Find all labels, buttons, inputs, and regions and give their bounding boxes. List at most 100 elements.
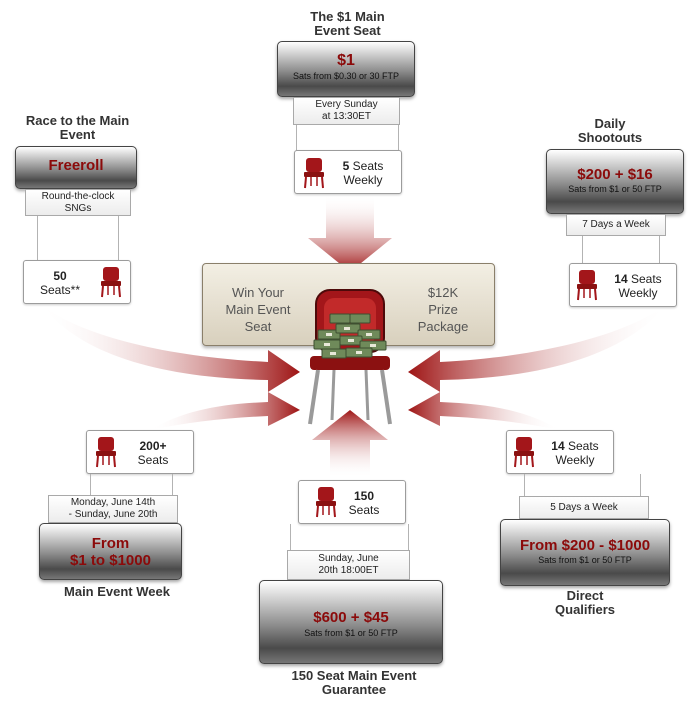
seats-count: 50 bbox=[53, 269, 67, 283]
bottom-prize-box: $600 + $45 Sats from $1 or 50 FTP bbox=[259, 580, 443, 664]
seats-label: Seats bbox=[564, 439, 599, 453]
info-line: at 13:30ET bbox=[322, 111, 371, 122]
center-left-line: Seat bbox=[244, 319, 272, 334]
center-left-line: Win Your bbox=[231, 285, 285, 300]
title-line: Shootouts bbox=[577, 130, 643, 145]
seats-text: 50 Seats** bbox=[28, 269, 92, 297]
center-left-line: Main Event bbox=[225, 302, 291, 317]
prize-amount: Freeroll bbox=[48, 157, 104, 174]
bottom-left-prize-box: From $1 to $1000 bbox=[39, 523, 182, 580]
title-line: Main Event Week bbox=[64, 584, 170, 599]
prize-package-box: Win Your Main Event Seat $12K Prize Pack… bbox=[202, 263, 495, 346]
seats-count: 200+ bbox=[139, 439, 167, 453]
chair-icon bbox=[577, 270, 597, 301]
title-line: The $1 Main bbox=[310, 9, 385, 24]
center-right-line: Prize bbox=[428, 302, 458, 317]
bottom-right-title: Direct Qualifiers bbox=[520, 589, 650, 617]
money-chair-icon bbox=[296, 286, 404, 431]
info-line: Monday, June 14th bbox=[70, 497, 156, 508]
top-title: The $1 Main Event Seat bbox=[280, 10, 415, 38]
seats-count: 5 bbox=[342, 159, 350, 173]
chair-icon bbox=[96, 437, 116, 468]
connector-line bbox=[398, 125, 399, 151]
prize-subtext: Sats from $0.30 or 30 FTP bbox=[292, 71, 400, 81]
title-line: Direct bbox=[566, 588, 604, 603]
top-prize-box: $1 Sats from $0.30 or 30 FTP bbox=[277, 41, 415, 97]
connector-line bbox=[408, 524, 409, 550]
center-right-text: $12K Prize Package bbox=[403, 284, 483, 335]
title-line: 150 Seat Main Event bbox=[291, 668, 417, 683]
bottom-right-prize-box: From $200 - $1000 Sats from $1 or 50 FTP bbox=[500, 519, 670, 586]
chair-icon bbox=[304, 158, 324, 189]
info-line: SNGs bbox=[64, 202, 92, 214]
title-line: Guarantee bbox=[321, 682, 387, 697]
seats-text: 5 Seats Weekly bbox=[325, 159, 401, 187]
top-left-seats-box: 50 Seats** bbox=[23, 260, 131, 304]
arrow-left-lower bbox=[150, 392, 300, 430]
arrow-left-upper bbox=[40, 303, 300, 392]
seats-label: Seats bbox=[349, 159, 384, 173]
seats-text: 14 Seats Weekly bbox=[537, 439, 613, 467]
seats-count: 14 bbox=[551, 439, 565, 453]
prize-amount: $1 bbox=[337, 52, 355, 69]
connector-line bbox=[659, 236, 660, 264]
info-line: Every Sunday bbox=[315, 99, 378, 110]
connector-line bbox=[172, 474, 173, 496]
info-line: Sunday, June bbox=[318, 553, 379, 564]
seats-frequency: Weekly bbox=[343, 173, 383, 187]
connector-line bbox=[640, 474, 641, 497]
seats-text: 150 Seats bbox=[339, 489, 389, 517]
seats-text: 14 Seats Weekly bbox=[600, 272, 676, 300]
prize-amount: From bbox=[91, 535, 130, 552]
title-line: Race to the Main bbox=[25, 113, 130, 128]
bottom-left-info-box: Monday, June 14th - Sunday, June 20th bbox=[48, 495, 178, 523]
chair-icon bbox=[514, 437, 534, 468]
top-left-info-box: Round-the-clock SNGs bbox=[25, 189, 131, 216]
connector-line bbox=[290, 524, 291, 550]
connector-line bbox=[582, 236, 583, 264]
top-left-title: Race to the Main Event bbox=[10, 114, 145, 142]
connector-line bbox=[118, 216, 119, 261]
top-right-title: Daily Shootouts bbox=[555, 117, 665, 145]
top-left-prize-box: Freeroll bbox=[15, 146, 137, 189]
connector-line bbox=[37, 216, 38, 261]
center-left-text: Win Your Main Event Seat bbox=[215, 284, 301, 335]
top-right-prize-box: $200 + $16 Sats from $1 or 50 FTP bbox=[546, 149, 684, 214]
prize-amount: $1 to $1000 bbox=[70, 552, 151, 569]
seats-label: Seats bbox=[137, 453, 169, 467]
chair-icon bbox=[316, 487, 336, 518]
top-right-seats-box: 14 Seats Weekly bbox=[569, 263, 677, 307]
arrow-right-lower bbox=[408, 392, 560, 430]
prize-amount: From $200 - $1000 bbox=[519, 537, 651, 554]
seats-count: 14 bbox=[614, 272, 628, 286]
arrow-right-upper bbox=[408, 303, 668, 392]
info-line: 20th 18:00ET bbox=[318, 565, 379, 576]
arrow-top bbox=[308, 195, 392, 272]
bottom-seats-box: 150 Seats bbox=[298, 480, 406, 524]
title-line: Daily bbox=[594, 116, 626, 131]
info-line: - Sunday, June 20th bbox=[68, 509, 158, 520]
prize-subtext: Sats from $1 or 50 FTP bbox=[538, 555, 632, 565]
title-line: Qualifiers bbox=[555, 602, 615, 617]
connector-line bbox=[296, 125, 297, 151]
chair-icon bbox=[101, 267, 121, 298]
info-line: 5 Days a Week bbox=[550, 501, 618, 513]
top-info-box: Every Sunday at 13:30ET bbox=[293, 97, 400, 125]
prize-amount: $600 + $45 bbox=[313, 609, 389, 626]
arrow-bottom bbox=[312, 410, 388, 478]
seats-label: Seats bbox=[627, 272, 662, 286]
bottom-right-seats-box: 14 Seats Weekly bbox=[506, 430, 614, 474]
connector-line bbox=[90, 474, 91, 496]
info-line: 7 Days a Week bbox=[582, 219, 650, 230]
seats-count: 150 bbox=[353, 489, 375, 503]
center-right-line: $12K bbox=[427, 285, 459, 300]
title-line: Event bbox=[59, 127, 96, 142]
center-right-line: Package bbox=[417, 319, 469, 334]
prize-subtext: Sats from $1 or 50 FTP bbox=[304, 628, 398, 638]
seats-text: 200+ Seats bbox=[121, 439, 185, 467]
bottom-left-title: Main Event Week bbox=[44, 585, 190, 599]
seats-frequency: Weekly bbox=[555, 453, 595, 467]
seats-label: Seats** bbox=[39, 283, 81, 297]
